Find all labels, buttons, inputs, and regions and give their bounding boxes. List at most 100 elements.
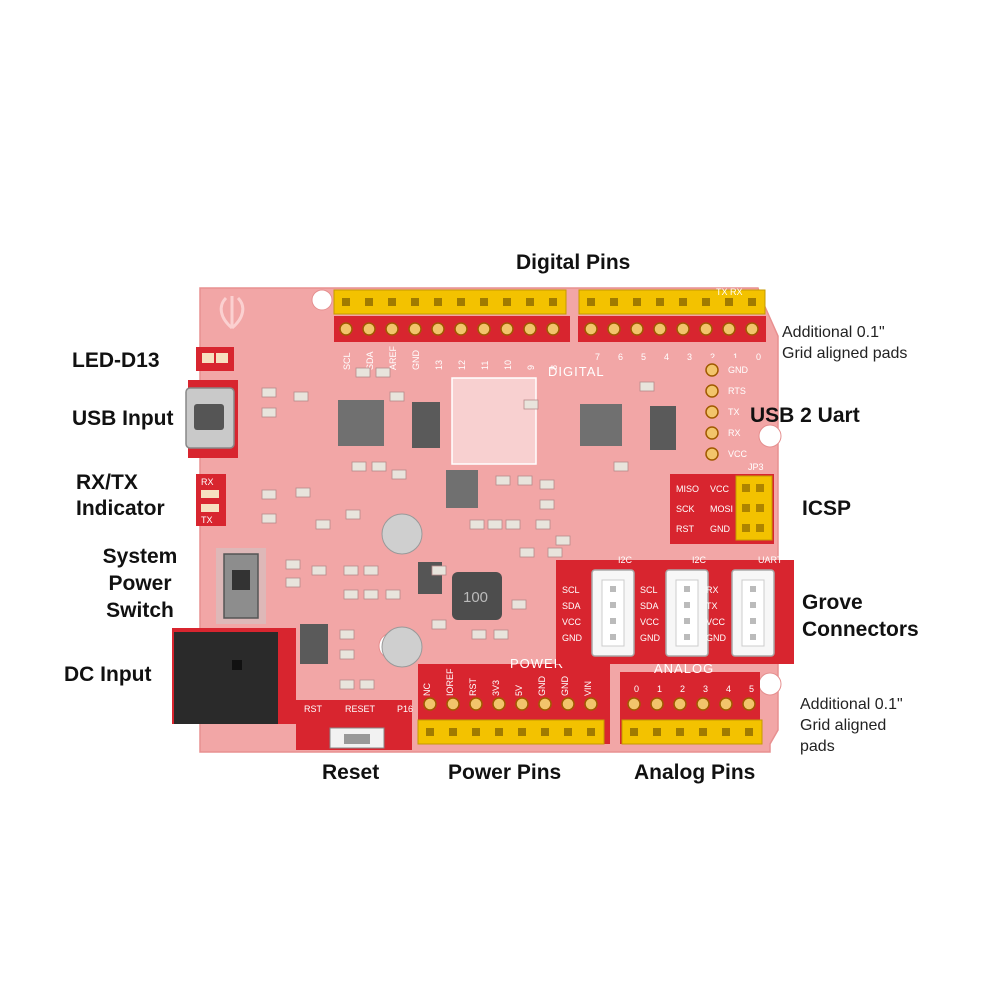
grove-pin <box>610 618 616 624</box>
mount-hole <box>758 672 782 696</box>
analog-pad <box>627 697 641 711</box>
grove-pin-label: SDA <box>562 601 581 611</box>
usb-port <box>194 404 224 430</box>
analog-header-body <box>621 719 763 745</box>
smd-part <box>519 547 535 558</box>
icsp-pin-label: VCC <box>710 484 730 494</box>
ic-chip <box>580 404 622 446</box>
power-pad <box>446 697 460 711</box>
power-pad <box>538 697 552 711</box>
analog-header-pin <box>653 728 661 736</box>
digital-left-header-pin <box>503 298 511 306</box>
digital-right-pin-label: 1 <box>733 352 738 362</box>
power-header-pin <box>426 728 434 736</box>
grove-pin-label: GND <box>562 633 583 643</box>
digital-left-pin-label: 10 <box>503 360 513 370</box>
digital-left-header-pin <box>526 298 534 306</box>
analog-pad <box>696 697 710 711</box>
label-usb-2-uart: USB 2 Uart <box>750 404 860 427</box>
logo-icon <box>219 296 245 330</box>
analog-header <box>621 697 763 745</box>
analog-pad <box>742 697 756 711</box>
uart-pin-label: GND <box>728 365 749 375</box>
grove-pin <box>684 618 690 624</box>
digital-right-header-pin <box>587 298 595 306</box>
analog-pad <box>650 697 664 711</box>
power-pin-label: VIN <box>583 681 593 696</box>
digital-right-header-pin <box>702 298 710 306</box>
grove-pin <box>610 602 616 608</box>
grove-pin <box>750 602 756 608</box>
digital-right-header-pin <box>633 298 641 306</box>
uart-pad <box>705 384 719 398</box>
power-pad <box>492 697 506 711</box>
grove-pin-label: VCC <box>706 617 726 627</box>
power-header-pin <box>587 728 595 736</box>
tx-led <box>201 504 219 512</box>
grove-pin-label: RX <box>706 585 719 595</box>
analog-pin-label: 3 <box>703 684 708 694</box>
uart-pin-label: TX <box>728 407 740 417</box>
analog-silk-title: ANALOG <box>654 661 714 676</box>
analog-pin-label: 0 <box>634 684 639 694</box>
inductor <box>452 572 502 620</box>
analog-header-pin <box>630 728 638 736</box>
smd-part <box>295 487 311 498</box>
label-led-d13: LED-D13 <box>72 349 160 372</box>
analog-header-pin <box>745 728 753 736</box>
smd-part <box>639 381 655 392</box>
power-switch-knob <box>232 570 250 590</box>
uart-pin-label: VCC <box>728 449 748 459</box>
reset-silk: RESET <box>345 704 376 714</box>
digital-left-pad <box>523 322 537 336</box>
label-digital-pins: Digital Pins <box>516 251 631 274</box>
power-pad <box>561 697 575 711</box>
digital-right-pin-label: 4 <box>664 352 669 362</box>
smd-part <box>493 629 509 640</box>
digital-right-pad <box>584 322 598 336</box>
grove-pin <box>610 634 616 640</box>
reset-button-cap <box>344 734 370 744</box>
digital-right-pin-label: 0 <box>756 352 761 362</box>
capacitor <box>381 626 423 668</box>
digital-left-pin-label: SCL <box>342 352 352 370</box>
power-pad <box>515 697 529 711</box>
smd-part <box>363 565 379 576</box>
smd-part <box>339 649 355 660</box>
digital-left-header-pin <box>549 298 557 306</box>
smd-part <box>363 589 379 600</box>
grove-title: I2C <box>618 555 633 565</box>
digital-right-pad <box>676 322 690 336</box>
grove-connectors: I2CSCLSDAVCCGNDI2CSCLSDAVCCGNDUARTRXTXVC… <box>562 555 783 657</box>
grove-pin <box>750 618 756 624</box>
ic-chip <box>338 400 384 446</box>
smd-part <box>261 513 277 524</box>
digital-right-header-pin <box>610 298 618 306</box>
digital-right-pin-label: 6 <box>618 352 623 362</box>
uart-pad <box>705 447 719 461</box>
digital-left-pad <box>362 322 376 336</box>
ic-chip <box>300 624 328 664</box>
power-header-pin <box>449 728 457 736</box>
digital-left-header-pin <box>342 298 350 306</box>
analog-header-pin <box>722 728 730 736</box>
digital-left-pin-label: SDA <box>365 351 375 370</box>
smd-part <box>539 499 555 510</box>
label-additional-top: Additional 0.1" Grid aligned pads <box>782 324 908 362</box>
digital-left-pad <box>385 322 399 336</box>
grove-socket <box>601 579 625 647</box>
smd-part <box>547 547 563 558</box>
digital-left-header-pin <box>388 298 396 306</box>
power-header-pin <box>541 728 549 736</box>
smd-part <box>359 679 375 690</box>
uart-pad <box>705 426 719 440</box>
digital-left-pad <box>339 322 353 336</box>
smd-part <box>261 407 277 418</box>
inductor-marking: 100 <box>463 589 488 606</box>
dc-jack-hole <box>232 660 242 670</box>
power-pin-label: NC <box>422 683 432 696</box>
power-pad <box>423 697 437 711</box>
